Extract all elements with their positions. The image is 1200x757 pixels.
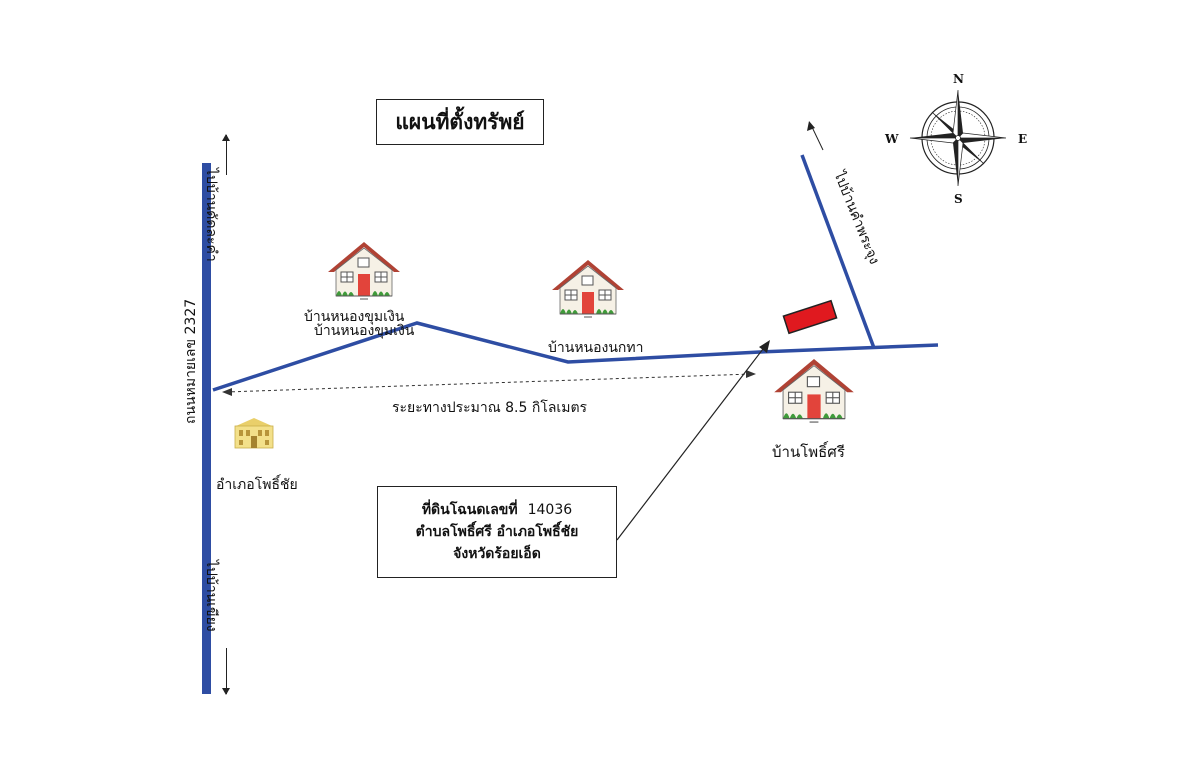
direction-arrow-right-road (811, 126, 824, 151)
distance-line (225, 373, 753, 393)
to-ban-dat-la-kham-label: ไปบ้านดัดละคำ (203, 168, 219, 262)
pointer-arrowhead (759, 340, 770, 353)
deed-info-box: ที่ดินโฉนดเลขที่ 14036 ตำบลโพธิ์ศรี อำเภอ… (377, 486, 617, 578)
pointer-line (616, 344, 767, 541)
house-icon (328, 242, 400, 300)
compass-rose-icon (909, 89, 1007, 187)
distance-arrowhead-right (746, 370, 756, 378)
to-ban-khiang-label: ไปบ้านเขียง (203, 560, 219, 632)
district-office-icon (234, 418, 274, 449)
arrow-south-left (222, 648, 230, 695)
distance-arrowhead-left (222, 388, 232, 396)
road-to-kham-phra-chung (800, 154, 876, 349)
district-label-pho-chai: อำเภอโพธิ์ชัย (216, 477, 298, 493)
village-road (212, 321, 939, 392)
property-parcel (782, 299, 838, 335)
map-title: แผนที่ตั้งทรัพย์ (376, 99, 544, 145)
house-icon (552, 260, 624, 318)
deed-number: 14036 (527, 502, 573, 518)
village-label-nong-khum-ngoen: บ้านหนองขุมเงิน (304, 309, 405, 325)
compass-north-label: N (953, 72, 964, 86)
village-label-nong-khum-ngoen-duplicate: บ้านหนองขุมเงิน (314, 323, 415, 339)
deed-line-2: ตำบลโพธิ์ศรี อำเภอโพธิ์ชัย (415, 524, 579, 540)
deed-line-3: จังหวัดร้อยเอ็ด (453, 546, 541, 562)
compass-west-label: W (885, 132, 899, 146)
compass-east-label: E (1018, 132, 1028, 146)
deed-line-1: ที่ดินโฉนดเลขที่ 14036 (378, 499, 616, 521)
compass-south-label: S (954, 192, 963, 206)
village-label-pho-si: บ้านโพธิ์ศรี (772, 443, 845, 461)
deed-label: ที่ดินโฉนดเลขที่ (421, 502, 518, 518)
village-label-nong-nok-tha: บ้านหนองนกทา (548, 340, 644, 356)
highway-2327 (202, 163, 211, 694)
distance-label: ระยะทางประมาณ 8.5 กิโลเมตร (392, 400, 588, 416)
arrow-north-left (222, 134, 230, 175)
house-icon (774, 359, 854, 423)
highway-number-label: ถนนหมายเลข 2327 (183, 298, 199, 424)
